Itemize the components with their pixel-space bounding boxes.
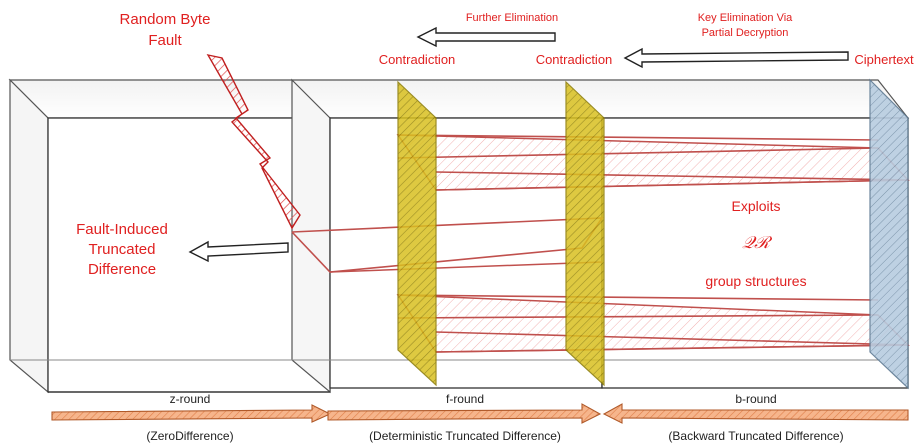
random-fault-label-line2: Fault bbox=[148, 32, 182, 49]
z-round-left-side bbox=[9, 78, 49, 394]
trail-line-3 bbox=[435, 171, 909, 181]
ciphertext-label: Ciphertext bbox=[854, 52, 914, 67]
key-elimination-label-line1: Key Elimination Via bbox=[698, 12, 793, 24]
arrow-further-elimination bbox=[416, 26, 556, 48]
trail-line-4 bbox=[435, 179, 909, 191]
b-round-description: (Backward Truncated Difference) bbox=[668, 429, 843, 443]
fault-induced-label-line3: Difference bbox=[88, 261, 156, 278]
group-structures-label: group structures bbox=[705, 273, 806, 289]
arrow-fault-difference bbox=[188, 240, 289, 263]
trail-line-6 bbox=[397, 314, 879, 319]
contradiction-label-left: Contradiction bbox=[379, 52, 456, 67]
qr-symbol: 𝒬ℛ bbox=[742, 233, 773, 253]
f-round-name: f-round bbox=[446, 392, 484, 406]
z-round-front-face bbox=[47, 117, 331, 393]
trail-line-1 bbox=[397, 134, 879, 141]
contradiction-label-right: Contradiction bbox=[536, 52, 613, 67]
b-round-name: b-round bbox=[735, 392, 776, 406]
z-round-description: (ZeroDifference) bbox=[146, 429, 233, 443]
further-elimination-label: Further Elimination bbox=[466, 12, 558, 24]
trail-line-2 bbox=[397, 147, 879, 159]
f-round-arrow bbox=[327, 403, 602, 424]
random-byte-fault-bolt bbox=[206, 53, 301, 230]
f-round-description: (Deterministic Truncated Difference) bbox=[369, 429, 561, 443]
key-elimination-label-line2: Partial Decryption bbox=[702, 27, 789, 39]
round-arrows bbox=[51, 403, 909, 424]
trail-line-5 bbox=[397, 294, 879, 301]
arrow-key-elimination bbox=[623, 47, 849, 69]
ciphertext-plane bbox=[869, 78, 909, 390]
z-round-arrow bbox=[51, 404, 332, 423]
trail-line-8 bbox=[435, 344, 909, 353]
fault-induced-label-line1: Fault-Induced bbox=[76, 221, 168, 238]
exploits-label: Exploits bbox=[731, 198, 780, 214]
b-round-arrow bbox=[602, 403, 909, 424]
difference-trails bbox=[291, 134, 910, 353]
contradiction-plane-right bbox=[565, 80, 605, 387]
z-f-divider-panel bbox=[291, 78, 331, 394]
trail-mid-link bbox=[329, 261, 603, 273]
fault-induced-label-line2: Truncated bbox=[89, 241, 156, 258]
z-round-name: z-round bbox=[170, 392, 211, 406]
random-fault-label-line1: Random Byte bbox=[120, 11, 211, 28]
contradiction-plane-left bbox=[397, 80, 437, 387]
trail-line-7 bbox=[435, 331, 909, 346]
box-top-face bbox=[8, 79, 910, 119]
